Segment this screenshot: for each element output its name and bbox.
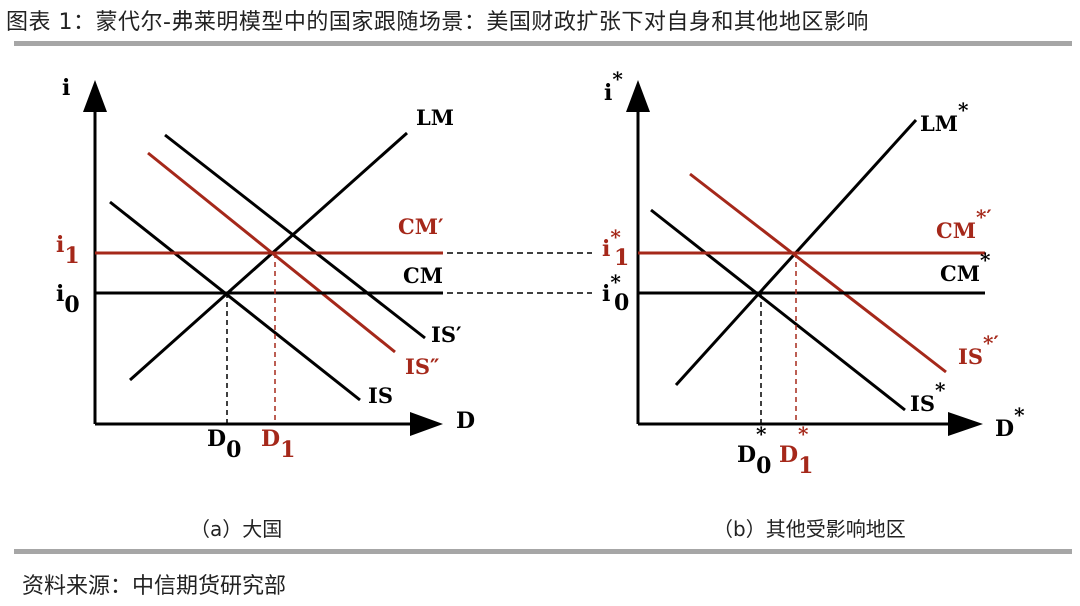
- panel-b-x-axis-label: D*: [995, 403, 1025, 442]
- panel-b-x-axis-arrow: [948, 412, 983, 436]
- panel-a-y-axis-label: i: [62, 75, 70, 101]
- panel-b-y-axis-label: i*: [604, 67, 623, 106]
- panel-a-cm-label: CM: [403, 263, 443, 288]
- panel-a-lm-label: LM: [416, 105, 454, 130]
- panel-a: i D LM CM′ CM IS′ IS″ IS i1 i0 D0 D1: [56, 75, 475, 463]
- panel-b-caption: （b）其他受影响地区: [713, 517, 906, 541]
- panel-b-d0-label: D0*: [737, 422, 771, 479]
- title-rule: [14, 41, 1072, 46]
- bottom-rule: [14, 549, 1072, 554]
- panel-a-i1-label: i1: [56, 232, 80, 269]
- panel-b-cm-new-label: CM*′: [936, 205, 992, 243]
- panel-a-is-prime-curve: [164, 133, 426, 340]
- panel-b-is-new-label: IS*′: [958, 331, 999, 369]
- panel-a-y-axis-arrow: [83, 80, 107, 112]
- panel-b-i1-label: i*1: [602, 225, 629, 271]
- panel-b-is-new-curve: [689, 172, 947, 374]
- panel-a-is-prime-label: IS′: [431, 322, 462, 347]
- source-note: 资料来源：中信期货研究部: [22, 574, 287, 599]
- panel-b-y-axis-arrow: [626, 80, 650, 112]
- panel-a-is-double-label: IS″: [405, 354, 439, 379]
- panel-b: i* D* LM* CM*′ CM* IS*′ IS* i*1 i*0 D0* …: [602, 67, 1025, 479]
- panel-b-i0-label: i*0: [602, 270, 629, 316]
- panel-b-is-curve: [650, 208, 906, 412]
- panel-a-x-axis-arrow: [410, 412, 443, 436]
- panel-b-cm-label: CM*: [940, 248, 991, 286]
- panel-b-d1-label: D1*: [779, 422, 813, 479]
- panel-a-d1-label: D1: [261, 426, 295, 463]
- panel-a-lm-curve: [129, 131, 408, 382]
- panel-a-d0-label: D0: [207, 426, 241, 463]
- panel-a-caption: （a）大国: [190, 517, 283, 541]
- panel-a-x-axis-label: D: [456, 408, 475, 434]
- panel-a-is-curve: [109, 200, 361, 402]
- panel-b-is-label: IS*: [910, 378, 946, 416]
- page-title: 图表 1：蒙代尔-弗莱明模型中的国家跟随场景：美国财政扩张下对自身和其他地区影响: [6, 10, 869, 35]
- panel-a-cm-new-label: CM′: [398, 214, 444, 239]
- panel-a-i0-label: i0: [56, 281, 80, 318]
- panel-a-is-label: IS: [368, 383, 393, 408]
- panel-b-lm-label: LM*: [920, 98, 969, 136]
